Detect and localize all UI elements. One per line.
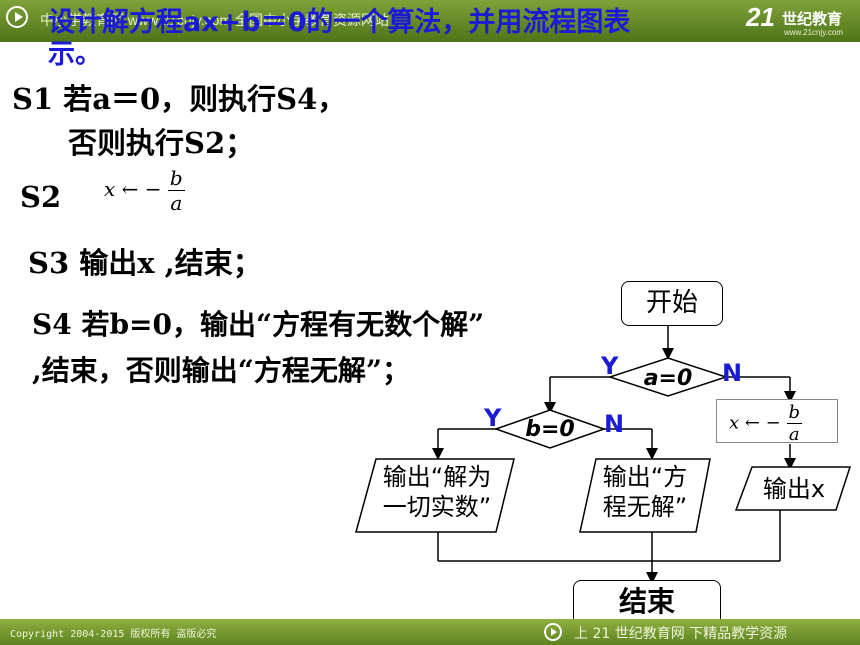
decision-b-label: b=0 xyxy=(525,417,575,442)
assign-denominator: a xyxy=(788,424,800,445)
formula-denominator: a xyxy=(170,191,183,215)
assign-numerator: b xyxy=(786,402,803,424)
slide-title: 设计解方程ax+b＝0的一个算法，并用流程图表 示。 xyxy=(48,6,768,72)
step-s1-line2: 否则执行S2； xyxy=(68,126,255,160)
footer-bar: Copyright 2004-2015 版权所有 盗版必究 上 21 世纪教育网… xyxy=(0,619,860,645)
decision-a-label: a=0 xyxy=(643,366,693,391)
step-s2-label: S2 xyxy=(20,180,62,214)
slide-title-line1: 设计解方程ax+b＝0的一个算法，并用流程图表 xyxy=(48,7,631,38)
top-banner: 中小学教育网 www.21cnjy.com 全国中小学教育资源网站 21 世纪教… xyxy=(0,0,860,42)
output-all-line2: 一切实数” xyxy=(382,493,492,521)
step-s4: S4 若b=0，输出“方程有无数个解” ,结束，否则输出“方程无解”； xyxy=(32,308,485,387)
formula-numerator: b xyxy=(167,166,185,191)
step-s2-formula: x ← − b a xyxy=(104,166,185,215)
output-all-line1: 输出“解为 xyxy=(382,463,492,491)
copyright-text: Copyright 2004-2015 版权所有 盗版必究 xyxy=(10,629,217,640)
formula-lhs: x ← − xyxy=(104,177,162,201)
formula-fraction: b a xyxy=(167,166,185,215)
logo-number: 21 xyxy=(746,2,775,32)
decision-b-no: N xyxy=(604,410,625,438)
play-icon[interactable] xyxy=(6,6,28,28)
output-x: 输出x xyxy=(762,475,826,503)
output-none-line1: 输出“方 xyxy=(602,463,688,491)
footer-slogan: 上 21 世纪教育网 下精品教学资源 xyxy=(574,626,788,642)
slide-title-line2: 示。 xyxy=(48,39,102,70)
decision-a-yes: Y xyxy=(601,352,619,380)
assign-box: x ← − b a xyxy=(716,399,838,445)
output-no-solution: 输出“方 程无解” xyxy=(586,462,704,522)
step-s3: S3 输出x ,结束； xyxy=(28,246,262,280)
decision-b-yes: Y xyxy=(484,404,502,432)
step-s1-line1: S1 若a＝0，则执行S4， xyxy=(12,82,347,116)
output-none-line2: 程无解” xyxy=(602,493,688,521)
assign-lhs: x ← − xyxy=(729,412,781,434)
end-terminal: 结束 xyxy=(573,580,721,626)
footer-play-icon[interactable] xyxy=(544,623,562,641)
output-all-solutions: 输出“解为 一切实数” xyxy=(364,462,510,522)
logo: 21 世纪教育 www.21cnjy.com xyxy=(746,2,854,40)
site-banner-text: 中小学教育网 www.21cnjy.com 全国中小学教育资源网站 xyxy=(40,12,389,28)
assign-fraction: b a xyxy=(786,402,803,445)
logo-text: 世纪教育 xyxy=(782,11,843,28)
decision-a-no: N xyxy=(722,359,743,387)
logo-url: www.21cnjy.com xyxy=(784,28,843,37)
start-terminal: 开始 xyxy=(621,281,723,326)
